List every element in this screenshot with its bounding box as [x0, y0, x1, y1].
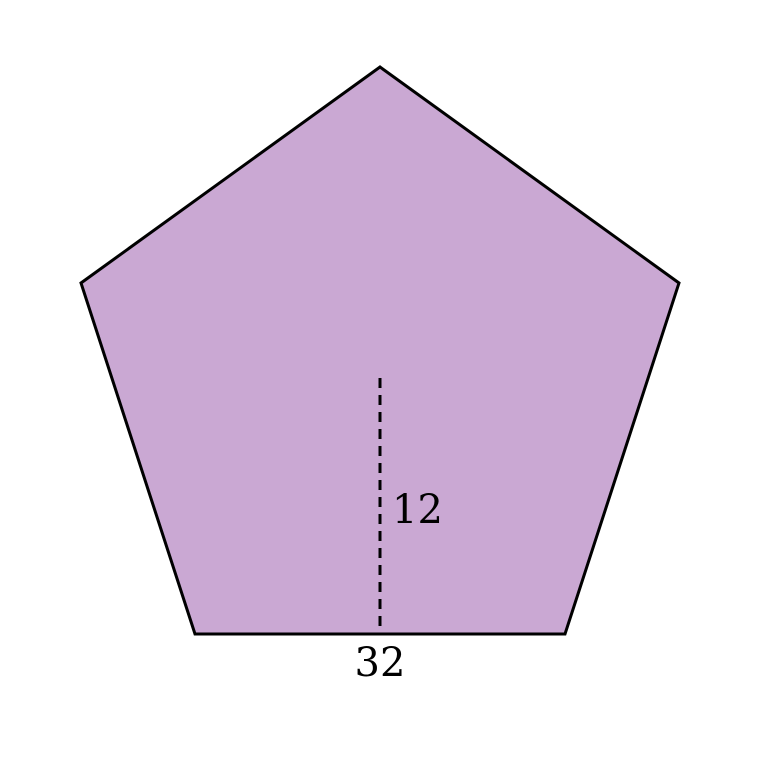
- apothem-label: 12: [392, 487, 443, 533]
- side-length-label: 32: [355, 640, 406, 686]
